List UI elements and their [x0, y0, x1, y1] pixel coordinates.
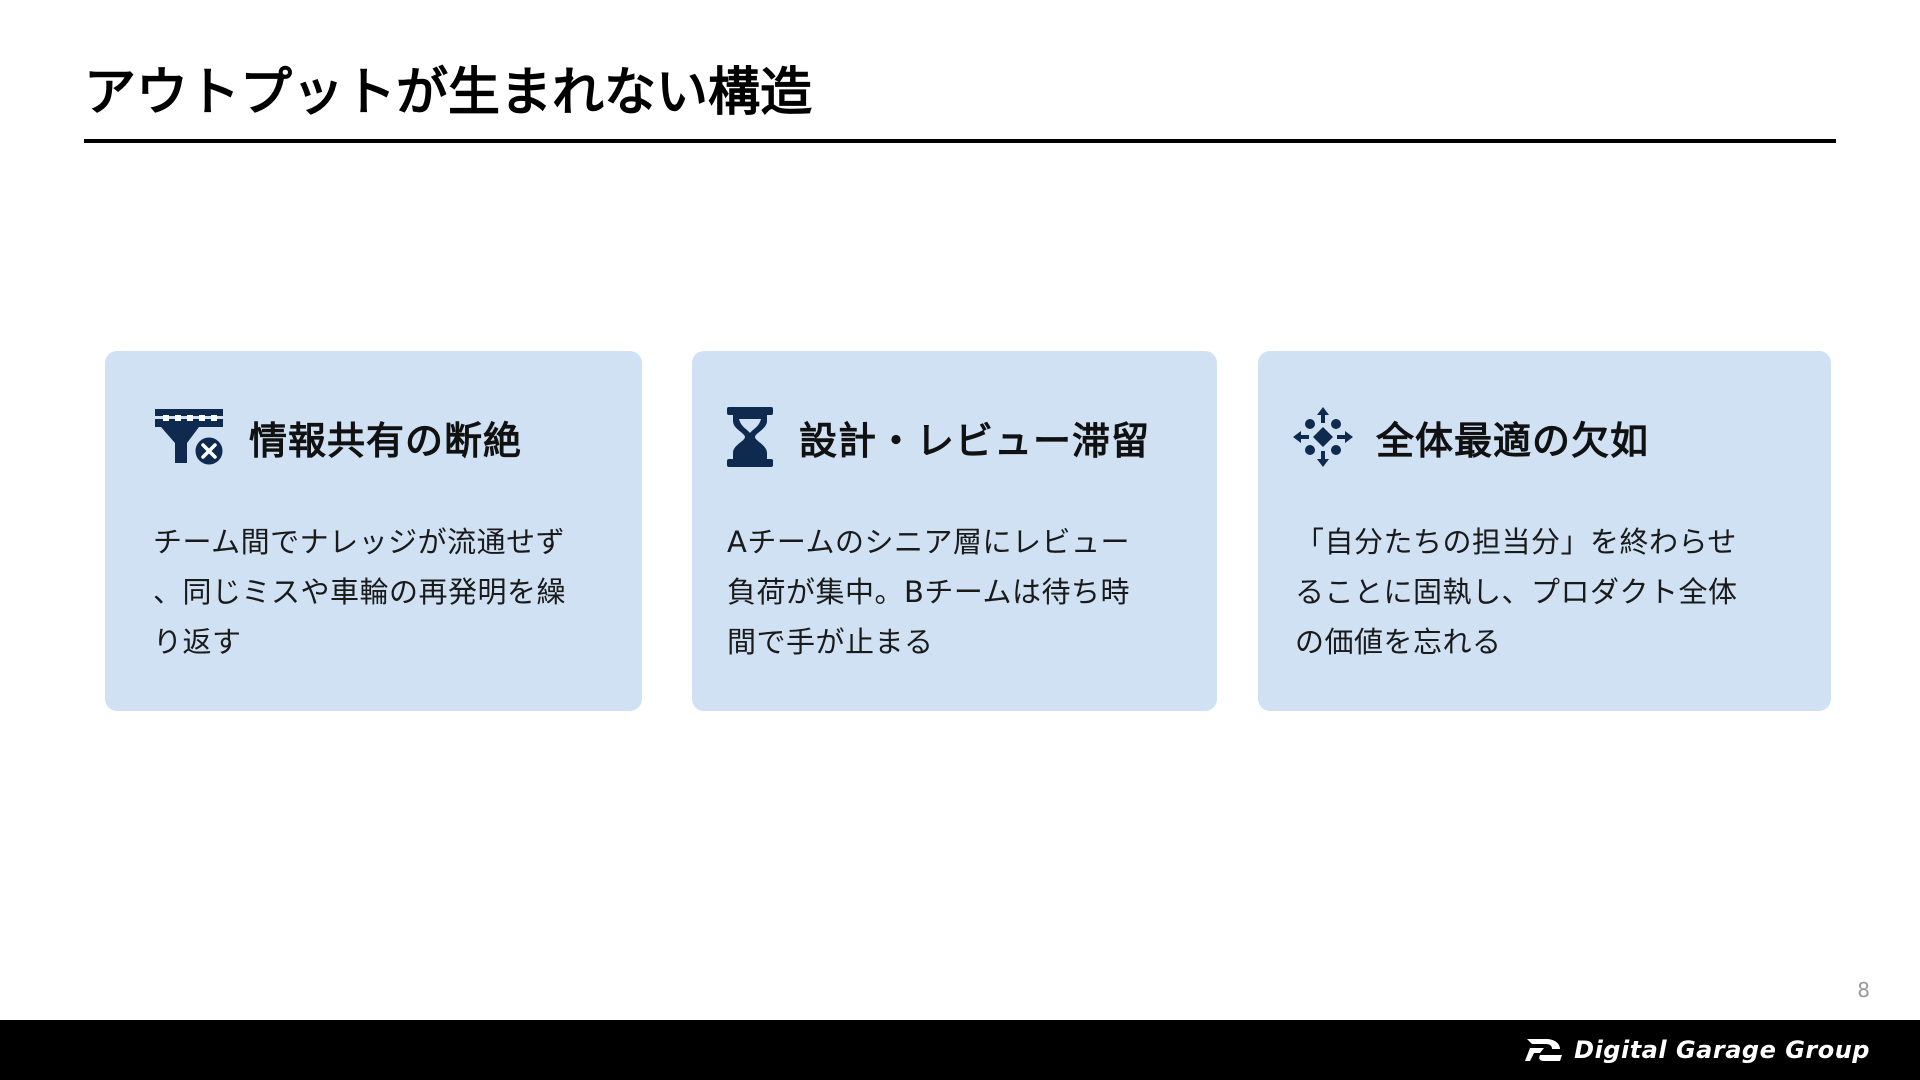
card-title: 設計・レビュー滞留: [799, 418, 1151, 463]
card-body-line: 、同じミスや車輪の再発明を繰: [153, 575, 567, 609]
card-body-line: り返す: [153, 625, 242, 659]
card-body-line: ることに固執し、プロダクト全体: [1295, 575, 1738, 609]
title-divider: [84, 139, 1836, 143]
card-lack-of-optimization: 全体最適の欠如 「自分たちの担当分」を終わらせ ることに固執し、プロダクト全体 …: [1258, 351, 1831, 711]
card-body: 「自分たちの担当分」を終わらせ ることに固執し、プロダクト全体 の価値を忘れる: [1295, 517, 1795, 667]
card-body-line: 負荷が集中。Bチームは待ち時: [727, 575, 1131, 609]
broken-network-icon: [153, 405, 227, 469]
card-body-line: チーム間でナレッジが流通せず: [153, 525, 566, 559]
card-body-line: 「自分たちの担当分」を終わらせ: [1295, 525, 1737, 559]
brand-name: Digital Garage Group: [1574, 1036, 1870, 1064]
page-title: アウトプットが生まれない構造: [84, 63, 813, 123]
card-header: 全体最適の欠如: [1292, 403, 1649, 471]
card-body: Aチームのシニア層にレビュー 負荷が集中。Bチームは待ち時 間で手が止まる: [727, 517, 1182, 667]
scattered-arrows-icon: [1292, 405, 1354, 469]
page-number: 8: [1857, 978, 1870, 1002]
digital-garage-logo-icon: [1525, 1039, 1563, 1061]
card-header: 情報共有の断絶: [153, 403, 522, 471]
card-title: 情報共有の断絶: [249, 418, 523, 463]
footer-logo: Digital Garage Group: [1524, 1033, 1870, 1067]
card-review-backlog: 設計・レビュー滞留 Aチームのシニア層にレビュー 負荷が集中。Bチームは待ち時 …: [692, 351, 1217, 711]
card-information-sharing: 情報共有の断絶 チーム間でナレッジが流通せず 、同じミスや車輪の再発明を繰 り返…: [105, 351, 642, 711]
footer-bar: Digital Garage Group: [0, 1020, 1920, 1080]
card-body: チーム間でナレッジが流通せず 、同じミスや車輪の再発明を繰 り返す: [153, 517, 603, 667]
card-body-line: 間で手が止まる: [727, 625, 934, 659]
card-header: 設計・レビュー滞留: [725, 403, 1150, 471]
card-body-line: の価値を忘れる: [1295, 625, 1502, 659]
card-body-line: Aチームのシニア層にレビュー: [727, 525, 1130, 559]
card-title: 全体最適の欠如: [1376, 418, 1650, 463]
hourglass-icon: [725, 405, 775, 469]
